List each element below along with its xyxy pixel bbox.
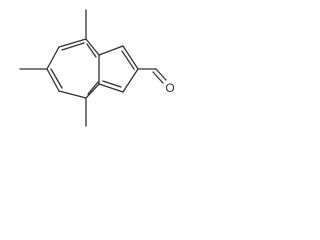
ring-bond [58,38,87,48]
ring-bond [122,45,139,70]
ring-bond [46,68,60,92]
five-membered-ring [98,45,139,93]
ring-bond [98,83,124,93]
ring-bond [85,83,100,99]
carbonyl-bond-double [152,71,164,84]
ring-bond [85,38,100,56]
oxygen-atom-label: O [165,81,174,95]
ring-bond [98,45,124,56]
ring-bond-double-inner [87,81,99,95]
ring-bond-double-inner [50,68,63,89]
ring-bond-double-inner [102,80,122,88]
aldehyde-group: O [137,68,175,95]
ring-bond [58,90,87,99]
ring-bond-double-inner [86,43,97,58]
seven-membered-ring [46,38,100,99]
carbonyl-bond [155,68,167,81]
methyl-substituents [19,9,87,127]
ring-bond [122,68,139,93]
ring-bond-double-inner [121,50,135,70]
molecule-structure-diagram: O [19,9,175,127]
ring-bond [46,46,60,70]
ring-bond-double-inner [61,42,85,51]
